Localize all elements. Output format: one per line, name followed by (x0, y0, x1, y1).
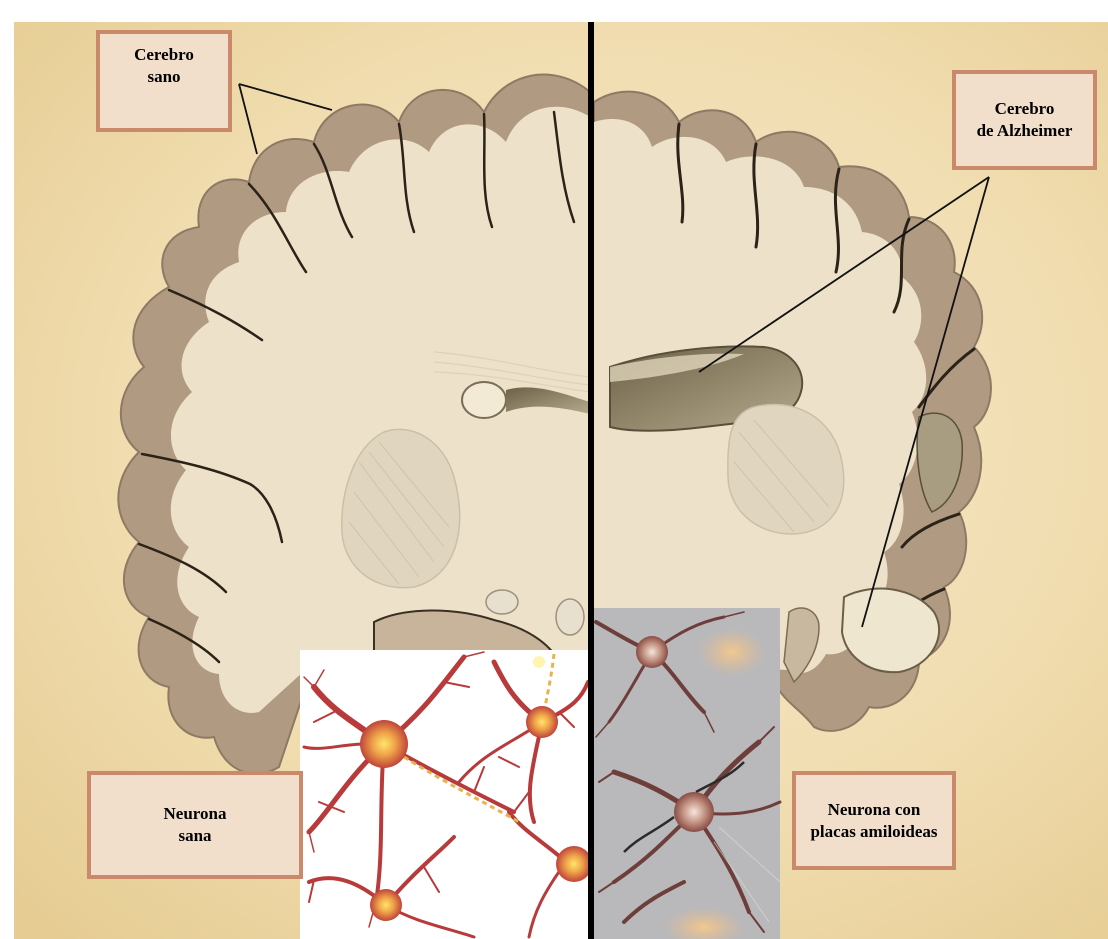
label-plaque-neuron-line2: placas amiloideas (810, 821, 937, 843)
healthy-neuron-inset (300, 650, 592, 939)
label-healthy-neuron: Neurona sana (87, 771, 303, 879)
brain-comparison-figure: Cerebro sano Cerebro de Alzheimer Neuron… (14, 22, 1108, 939)
label-alzheimer-brain-line2: de Alzheimer (977, 120, 1073, 142)
label-healthy-brain-line1: Cerebro (134, 44, 194, 66)
label-healthy-neuron-line2: sana (178, 825, 211, 847)
label-alzheimer-brain-line1: Cerebro (995, 98, 1055, 120)
healthy-neuron-soma-4 (556, 846, 592, 882)
label-plaque-neuron-line1: Neurona con (828, 799, 921, 821)
label-healthy-neuron-line1: Neurona (164, 803, 227, 825)
healthy-neuron-soma-3 (370, 889, 402, 921)
label-alzheimer-brain: Cerebro de Alzheimer (952, 70, 1097, 170)
healthy-neuron-soma-1 (360, 720, 408, 768)
amyloid-plaque-1 (698, 628, 766, 676)
healthy-ventricle (462, 382, 506, 418)
healthy-neuron-soma-2 (526, 706, 558, 738)
plaque-neuron-soma-2 (674, 792, 714, 832)
hemisphere-divider (588, 22, 594, 939)
label-healthy-brain-line2: sano (147, 66, 180, 88)
plaque-neuron-soma-1 (636, 636, 668, 668)
label-plaque-neuron: Neurona con placas amiloideas (792, 771, 956, 870)
label-healthy-brain: Cerebro sano (96, 30, 232, 132)
plaque-neuron-inset (594, 608, 780, 939)
